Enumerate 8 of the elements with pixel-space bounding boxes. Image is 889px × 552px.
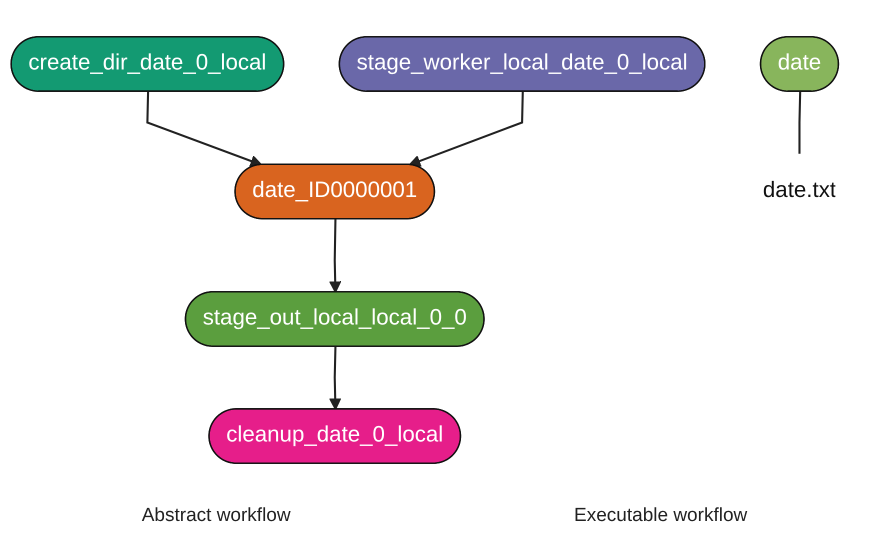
workflow-caption: Executable workflow bbox=[574, 505, 748, 527]
arrow bbox=[329, 219, 342, 294]
node-text: date.txt bbox=[762, 178, 836, 203]
connector bbox=[798, 92, 802, 154]
workflow-caption: Abstract workflow bbox=[142, 505, 291, 527]
arrow bbox=[329, 346, 342, 410]
arrow bbox=[146, 92, 262, 167]
arrow bbox=[408, 92, 524, 167]
